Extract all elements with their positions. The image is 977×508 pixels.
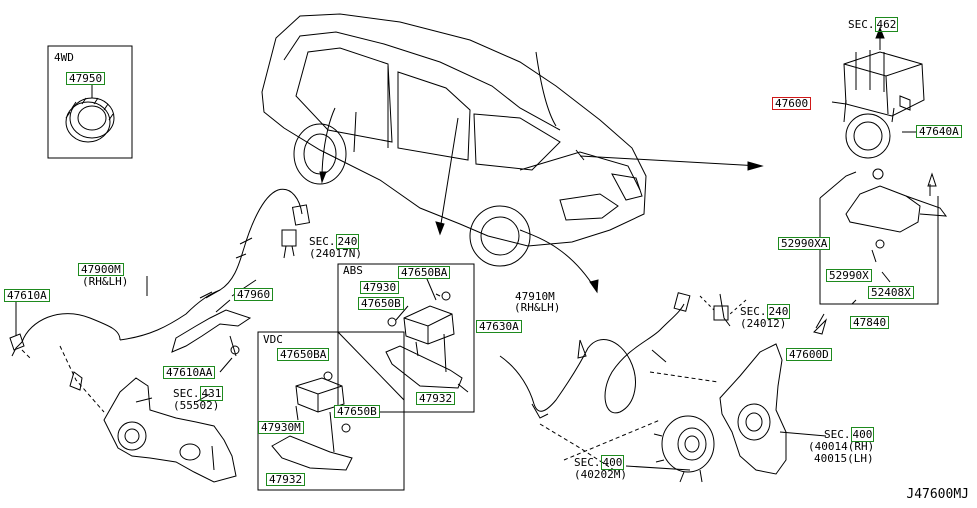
front-knuckle-drawing <box>103 377 237 483</box>
part-callout-47932-vdc[interactable]: 47932 <box>266 473 306 486</box>
section-ref-400-knuckle-number: 400 <box>850 427 875 442</box>
section-ref-400-knuckle-sub1: (40014(RH) <box>808 440 875 453</box>
abs-actuator-drawing <box>385 291 463 389</box>
section-ref-431[interactable]: SEC.431 (55502) <box>173 386 224 412</box>
part-callout-47610A[interactable]: 47610A <box>4 289 50 302</box>
abs-group-frame <box>337 263 475 413</box>
abs-group-label: ABS <box>343 264 363 277</box>
part-note-47910M: (RH&LH) <box>514 301 561 314</box>
fourwd-group-label: 4WD <box>54 51 74 64</box>
part-callout-52990XA[interactable]: 52990XA <box>778 237 831 250</box>
section-ref-462-prefix: SEC. <box>848 18 875 31</box>
part-callout-47610AA[interactable]: 47610AA <box>163 366 216 379</box>
section-ref-431-sub: (55502) <box>173 399 220 412</box>
section-ref-462[interactable]: SEC.462 <box>848 17 899 32</box>
section-ref-400-knuckle-prefix: SEC. <box>824 428 851 441</box>
part-callout-47960[interactable]: 47960 <box>234 288 274 301</box>
section-ref-240-right-sub: (24012) <box>740 317 787 330</box>
section-ref-240-right[interactable]: SEC.240 (24012) <box>740 304 791 330</box>
section-ref-431-number: 431 <box>199 386 224 401</box>
part-callout-47930M[interactable]: 47930M <box>258 421 304 434</box>
section-ref-400-hub-sub: (40202M) <box>574 468 627 481</box>
section-ref-240-left-number: 240 <box>335 234 360 249</box>
part-callout-47600D[interactable]: 47600D <box>786 348 832 361</box>
rear-sensor-harness-drawing <box>499 292 691 419</box>
section-ref-400-knuckle[interactable]: SEC.400 (40014(RH) 40015(LH) <box>808 427 875 465</box>
section-ref-431-prefix: SEC. <box>173 387 200 400</box>
part-callout-52408X[interactable]: 52408X <box>868 286 914 299</box>
part-callout-47930-abs[interactable]: 47930 <box>360 281 400 294</box>
part-callout-47840[interactable]: 47840 <box>850 316 890 329</box>
part-callout-47650B-vdc[interactable]: 47650B <box>334 405 380 418</box>
section-ref-240-right-prefix: SEC. <box>740 305 767 318</box>
rear-hub-drawing <box>653 415 715 483</box>
vdc-actuator-drawing <box>271 371 353 471</box>
fourwd-group-frame <box>47 45 133 159</box>
front-sensor-harness-drawing <box>9 188 311 391</box>
actuator-bracket-drawing <box>845 168 948 249</box>
abs-actuator-unit-drawing <box>843 50 925 159</box>
vdc-group-frame <box>257 331 405 491</box>
tone-ring-drawing <box>65 97 115 143</box>
section-ref-462-number: 462 <box>874 17 899 32</box>
part-note-47900M: (RH&LH) <box>82 275 129 288</box>
section-ref-240-left[interactable]: SEC.240 (24017N) <box>309 234 362 260</box>
section-ref-240-right-number: 240 <box>766 304 791 319</box>
section-ref-400-hub-number: 400 <box>600 455 625 470</box>
part-callout-52990X[interactable]: 52990X <box>826 269 872 282</box>
part-callout-47630A[interactable]: 47630A <box>476 320 522 333</box>
part-callout-47600[interactable]: 47600 <box>772 97 812 110</box>
part-callout-47640A[interactable]: 47640A <box>916 125 962 138</box>
part-callout-47650BA-vdc[interactable]: 47650BA <box>277 348 330 361</box>
vdc-group-label: VDC <box>263 333 283 346</box>
section-ref-240-left-prefix: SEC. <box>309 235 336 248</box>
part-callout-47650BA-abs[interactable]: 47650BA <box>398 266 451 279</box>
part-callout-47950[interactable]: 47950 <box>66 72 106 85</box>
rear-knuckle-drawing <box>719 343 787 475</box>
part-callout-47932-abs[interactable]: 47932 <box>416 392 456 405</box>
part-callout-47910M[interactable]: 47910M <box>512 290 558 303</box>
section-ref-240-left-sub: (24017N) <box>309 247 362 260</box>
part-callout-47900M[interactable]: 47900M <box>78 263 124 276</box>
section-ref-400-hub[interactable]: SEC.400 (40202M) <box>574 455 627 481</box>
part-callout-47650B-abs[interactable]: 47650B <box>358 297 404 310</box>
section-ref-400-knuckle-sub2: 40015(LH) <box>814 452 874 465</box>
section-ref-400-hub-prefix: SEC. <box>574 456 601 469</box>
diagram-id: J47600MJ <box>906 487 969 502</box>
